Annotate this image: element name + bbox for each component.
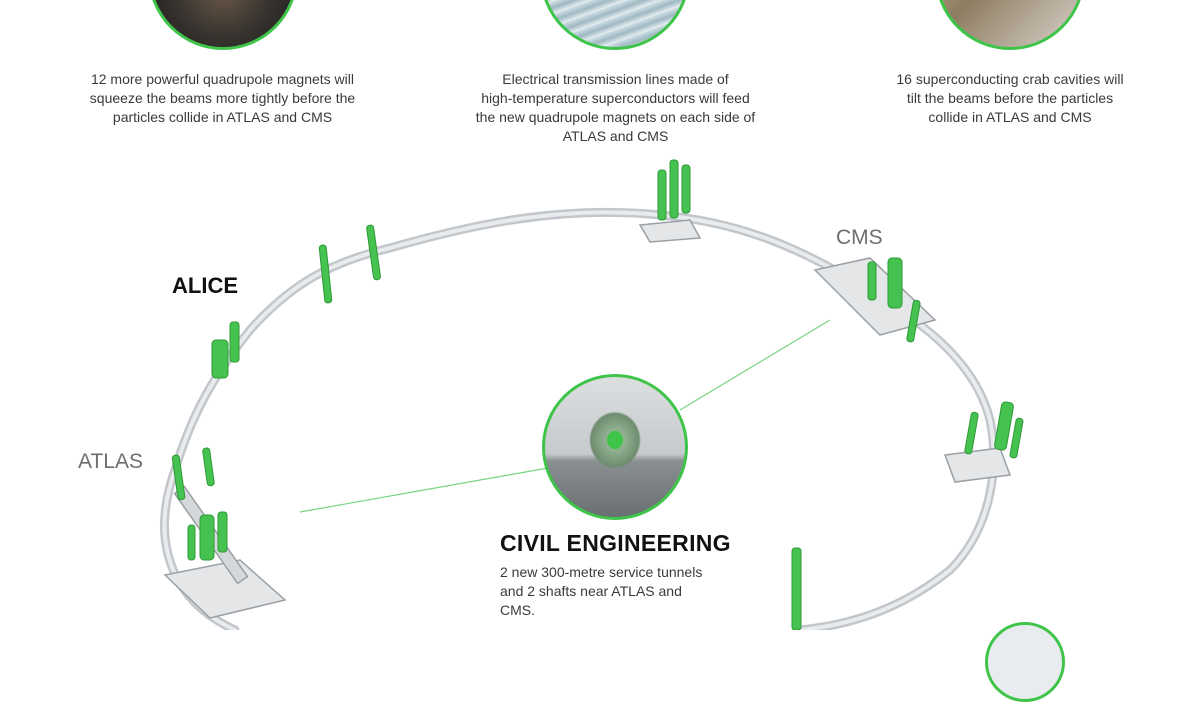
right-junction-structure	[943, 447, 1012, 483]
lhc-ring-diagram	[160, 159, 1024, 630]
quadrupole-caption: 12 more powerful quadrupole magnets will…	[89, 71, 356, 125]
top-junction-structure	[638, 219, 702, 243]
civil-connector-line-right	[679, 319, 831, 411]
civil-engineering-description: 2 new 300-metre service tunnels and 2 sh…	[500, 564, 703, 618]
civil-engineering-title: CIVIL ENGINEERING	[500, 530, 731, 556]
cms-label: CMS	[836, 226, 883, 249]
bottom-photo-circle	[985, 622, 1065, 702]
green-shafts	[171, 159, 1024, 630]
civil-connector-line-left	[299, 467, 549, 513]
service-tunnel-photo	[542, 374, 688, 520]
alice-label: ALICE	[172, 273, 238, 298]
crab-cavities-caption: 16 superconducting crab cavities will ti…	[896, 71, 1124, 125]
transmission-lines-caption: Electrical transmission lines made of hi…	[475, 71, 756, 144]
atlas-label: ATLAS	[78, 450, 143, 473]
